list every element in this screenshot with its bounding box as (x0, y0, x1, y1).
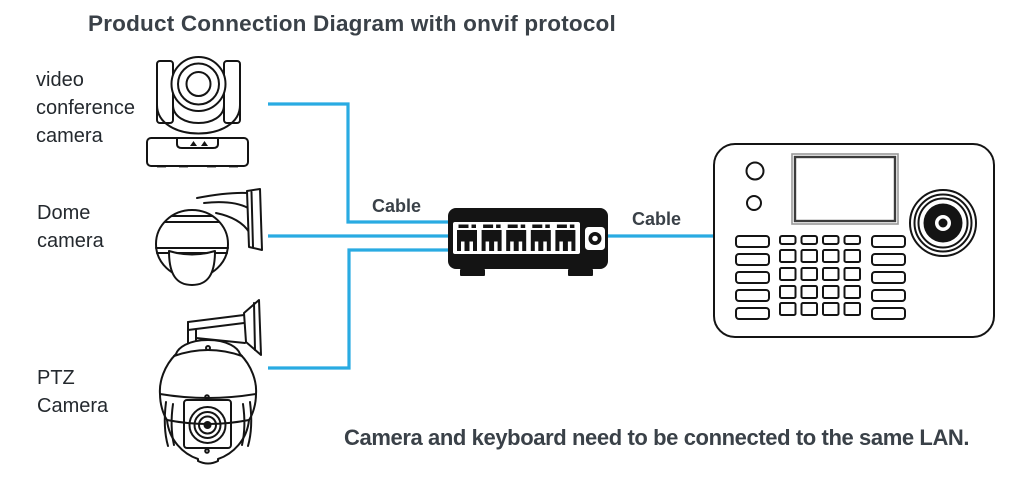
keyboard-body (713, 143, 995, 338)
ptz-body (158, 339, 258, 465)
camera-lens (170, 56, 227, 112)
cable-label-left: Cable (372, 196, 422, 216)
display-screen (791, 153, 899, 225)
camera-base (146, 137, 249, 168)
cable-label-right: Cable (632, 209, 682, 229)
led-indicator (746, 195, 762, 211)
switch-foot (460, 269, 485, 276)
diagram-title: Product Connection Diagram with onvif pr… (88, 11, 616, 36)
ptz-camera-label: PTZ Camera (37, 367, 109, 417)
video-conference-camera-icon (146, 56, 249, 168)
cable-line-ptz (268, 248, 449, 370)
rj45-port (481, 224, 502, 251)
cable-line-video-conference (268, 102, 449, 224)
wall-mount-arm (196, 188, 263, 251)
right-button-column (871, 235, 906, 320)
rj45-port (555, 224, 576, 251)
power-port (585, 227, 605, 250)
joystick-icon (909, 189, 977, 257)
lan-note: Camera and keyboard need to be connected… (344, 425, 970, 450)
wall-bracket (187, 299, 262, 356)
rj45-port (506, 224, 527, 251)
dome-body (155, 209, 229, 286)
dome-camera-icon (155, 188, 263, 286)
ptz-camera-icon (158, 299, 262, 465)
left-button-column (735, 235, 770, 320)
led-indicator (745, 161, 765, 181)
network-switch-icon (448, 208, 608, 276)
dome-camera-label: Dome camera (37, 202, 104, 252)
video-conference-camera-label: video conference camera (36, 69, 135, 147)
rj45-ports (457, 224, 576, 251)
number-key-grid (779, 235, 861, 316)
switch-foot (568, 269, 593, 276)
camera-yoke (156, 60, 241, 135)
rj45-port (530, 224, 551, 251)
ptz-lens (183, 399, 232, 449)
rj45-port (457, 224, 477, 251)
keyboard-controller-icon (713, 143, 995, 338)
